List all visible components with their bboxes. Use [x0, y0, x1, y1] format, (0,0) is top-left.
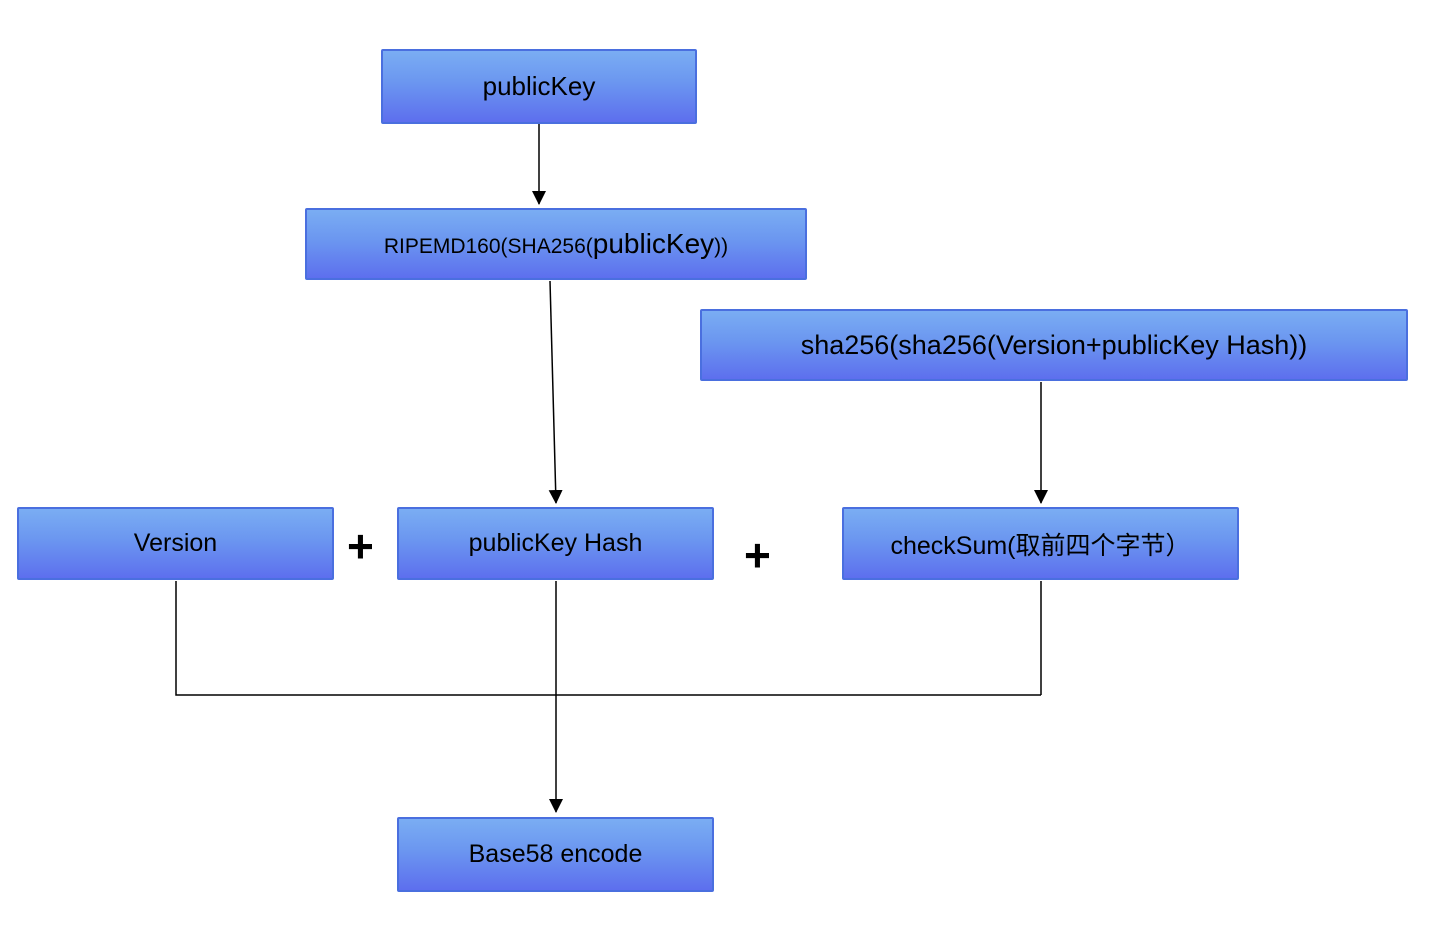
node-double-sha256-label: sha256(sha256(Version+publicKey Hash)) — [800, 329, 1308, 360]
node-checksum-label: checkSum(取前四个字节） — [890, 531, 1191, 560]
node-publickey-hash: publicKey Hash — [397, 507, 714, 580]
node-ripemd160-sha256: RIPEMD160(SHA256(publicKey)) — [305, 208, 807, 280]
node-base58-encode: Base58 encode — [397, 817, 714, 892]
node-ripemd160-label: RIPEMD160(SHA256(publicKey)) — [383, 228, 729, 259]
plus-operator-right: + — [744, 529, 771, 581]
node-base58-encode-label: Base58 encode — [468, 840, 643, 868]
node-version: Version — [17, 507, 334, 580]
node-double-sha256: sha256(sha256(Version+publicKey Hash)) — [700, 309, 1408, 381]
node-publickey-hash-label: publicKey Hash — [468, 529, 643, 557]
node-publickey-label: publicKey — [482, 71, 596, 101]
node-checksum: checkSum(取前四个字节） — [842, 507, 1239, 580]
node-publickey: publicKey — [381, 49, 697, 124]
plus-operator-left: + — [347, 520, 374, 572]
node-version-label: Version — [133, 529, 218, 557]
